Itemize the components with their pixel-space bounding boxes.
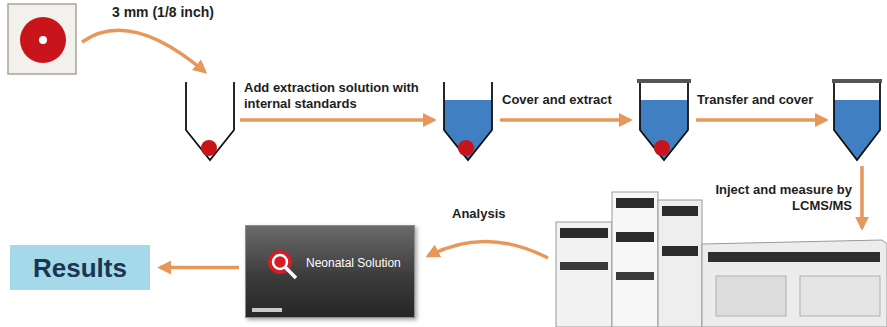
flow-arrow	[428, 241, 548, 258]
sample-tube	[832, 79, 882, 160]
blood-spot	[20, 17, 66, 63]
step-label: Inject and measure by LCMS/MS	[712, 182, 852, 214]
step-label: Add extraction solution with internal st…	[244, 80, 429, 112]
dimension-label: 3 mm (1/8 inch)	[112, 4, 262, 20]
result-text: Results	[33, 253, 127, 283]
flow-arrow	[82, 30, 205, 72]
software-title: Neonatal Solution	[306, 256, 401, 270]
flow-arrow	[160, 266, 239, 270]
sample-tube	[637, 79, 691, 160]
punch-hole	[39, 36, 47, 44]
flow-arrow	[240, 118, 434, 122]
filter-card	[8, 4, 76, 74]
software-screen: Neonatal Solution	[245, 225, 415, 318]
flow-arrow	[500, 118, 630, 122]
step-label: Analysis	[452, 206, 532, 222]
result-box: Results	[10, 245, 150, 290]
sample-tube	[186, 82, 234, 160]
logo-bar	[252, 308, 282, 312]
flow-arrow	[696, 118, 826, 122]
step-label: Transfer and cover	[697, 92, 827, 108]
step-label: Cover and extract	[502, 92, 630, 108]
flow-arrow	[860, 166, 864, 228]
software-logo	[262, 244, 302, 284]
sample-tube	[444, 82, 492, 160]
